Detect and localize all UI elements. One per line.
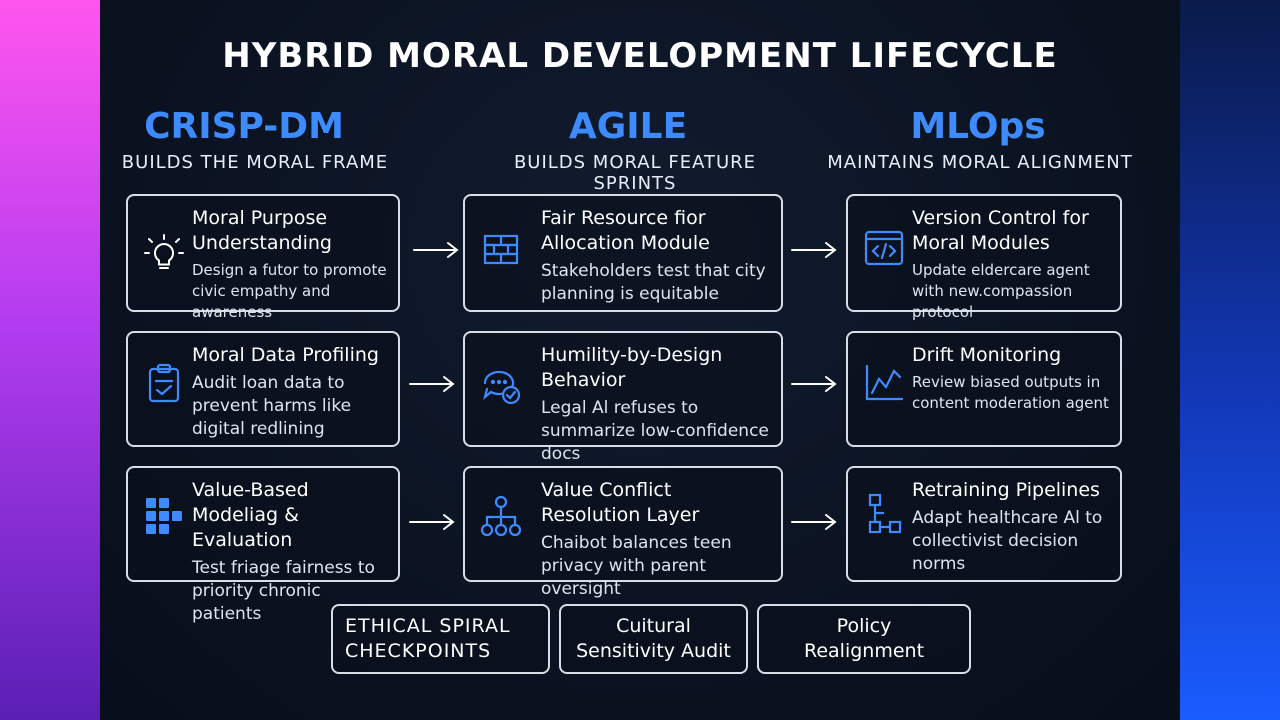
card-description: Review biased outputs in content moderat… (912, 373, 1109, 412)
card-description: Stakeholders test that city planning is … (541, 261, 766, 304)
arrow-right-icon (790, 512, 840, 532)
lightbulb-icon (142, 232, 186, 276)
card-drift-monitoring[interactable]: Drift Monitoring Review biased outputs i… (846, 331, 1122, 447)
column-header-mlops: MLOps (910, 106, 1046, 147)
ethical-spiral-checkpoints-box[interactable]: ETHICAL SPIRAL CHECKPOINTS (331, 604, 550, 674)
card-retraining-pipelines[interactable]: Retraining Pipelines Adapt healthcare Al… (846, 466, 1122, 582)
bricks-icon (479, 230, 523, 274)
card-description: Test friage fairness to priority chronic… (192, 558, 375, 624)
chat-check-icon (479, 363, 523, 407)
card-heading: Fair Resource fior Allocation Module (541, 207, 710, 254)
card-heading: Value Conflict Resolution Layer (541, 479, 700, 526)
card-humility-by-design[interactable]: Humility-by-Design Behavior Legal Al ref… (463, 331, 783, 464)
card-description: Update eldercare agent with new.compassi… (912, 261, 1090, 321)
card-heading: Moral Data Profiling (192, 344, 379, 366)
card-description: Design a futor to promote civic empathy … (192, 261, 387, 321)
card-heading: Version Control for Moral Modules (912, 207, 1089, 254)
column-header-agile: AGILE (568, 106, 688, 147)
card-description: Audit loan data to prevent harms like di… (192, 373, 352, 439)
clipboard-check-icon (142, 361, 186, 405)
column-subtitle-mlops: MAINTAINS MORAL ALIGNMENT (827, 152, 1133, 173)
card-moral-data-profiling[interactable]: Moral Data Profiling Audit loan data to … (126, 331, 400, 447)
card-heading: Drift Monitoring (912, 344, 1062, 366)
arrow-right-icon (408, 374, 458, 394)
arrow-right-icon (790, 374, 840, 394)
cultural-sensitivity-audit-box[interactable]: Cuitural Sensitivity Audit (559, 604, 748, 674)
card-heading: Moral Purpose Understanding (192, 207, 332, 254)
arrow-right-icon (412, 240, 462, 260)
pipeline-icon (862, 492, 906, 536)
arrow-right-icon (408, 512, 458, 532)
card-description: Chaibot balances teen privacy with paren… (541, 533, 732, 599)
blocks-icon (142, 494, 186, 538)
card-version-control[interactable]: Version Control for Moral Modules Update… (846, 194, 1122, 321)
column-subtitle-agile: BUILDS MORAL FEATURE SPRINTS (513, 152, 757, 194)
hierarchy-icon (479, 494, 523, 538)
card-fair-resource-allocation[interactable]: Fair Resource fior Allocation Module Sta… (463, 194, 783, 312)
left-gradient-edge (0, 0, 100, 720)
card-description: Legal Al refuses to summarize low-confid… (541, 398, 769, 464)
page-title: HYBRID MORAL DEVELOPMENT LIFECYCLE (222, 36, 1058, 76)
card-moral-purpose-understanding[interactable]: Moral Purpose Understanding Design a fut… (126, 194, 400, 321)
card-description: Adapt healthcare Al to collectivist deci… (912, 508, 1103, 574)
policy-realignment-box[interactable]: Policy Realignment (757, 604, 971, 674)
column-header-crisp-dm: CRISP-DM (144, 106, 344, 147)
card-value-based-modeling[interactable]: Value-Based Modeliag & Evaluation Test f… (126, 466, 400, 624)
column-subtitle-crisp-dm: BUILDS THE MORAL FRAME (121, 152, 389, 173)
card-value-conflict-resolution[interactable]: Value Conflict Resolution Layer Chaibot … (463, 466, 783, 599)
card-heading: Retraining Pipelines (912, 479, 1100, 501)
card-heading: Humility-by-Design Behavior (541, 344, 723, 391)
line-chart-icon (862, 361, 906, 405)
card-heading: Value-Based Modeliag & Evaluation (192, 479, 309, 551)
right-gradient-edge (1180, 0, 1280, 720)
arrow-right-icon (790, 240, 840, 260)
code-window-icon (862, 226, 906, 270)
